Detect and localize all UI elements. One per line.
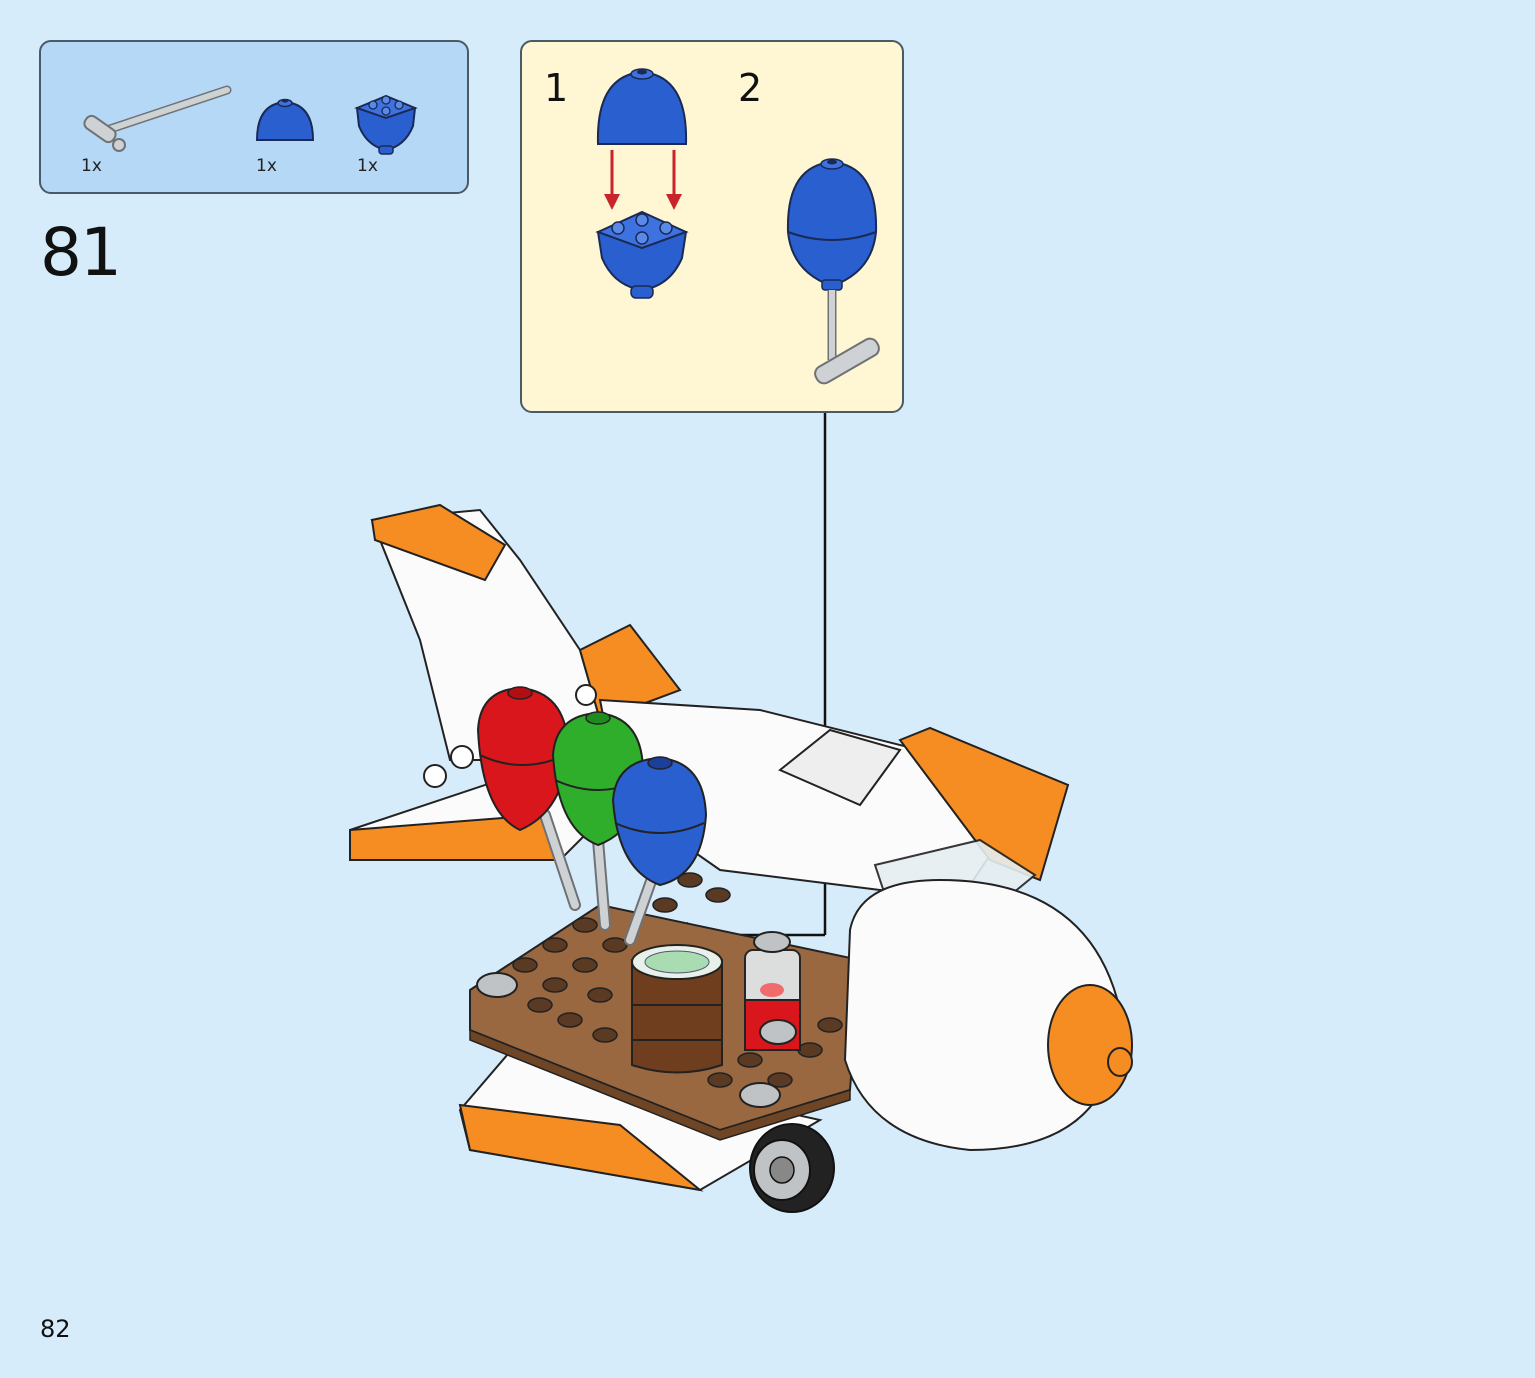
substep-1-illustration xyxy=(595,68,689,299)
substep-2-illustration xyxy=(786,158,880,385)
part-blue-cone-icon xyxy=(353,90,419,156)
step-number: 81 xyxy=(40,214,122,291)
barrel xyxy=(631,959,723,1074)
substep-label: 1 xyxy=(544,66,569,110)
part-quantity: 1x xyxy=(81,156,102,176)
part-gray-bar-icon xyxy=(77,78,237,158)
blue-balloon xyxy=(611,756,708,887)
part-blue-dome-icon xyxy=(253,96,317,152)
parts-list-box: 1x 1x 1x xyxy=(39,40,469,194)
part-quantity: 1x xyxy=(357,156,378,176)
substep-label: 2 xyxy=(738,66,763,110)
sub-assembly-callout: 1 2 xyxy=(520,40,904,413)
part-quantity: 1x xyxy=(256,156,277,176)
page-number: 82 xyxy=(40,1315,71,1343)
